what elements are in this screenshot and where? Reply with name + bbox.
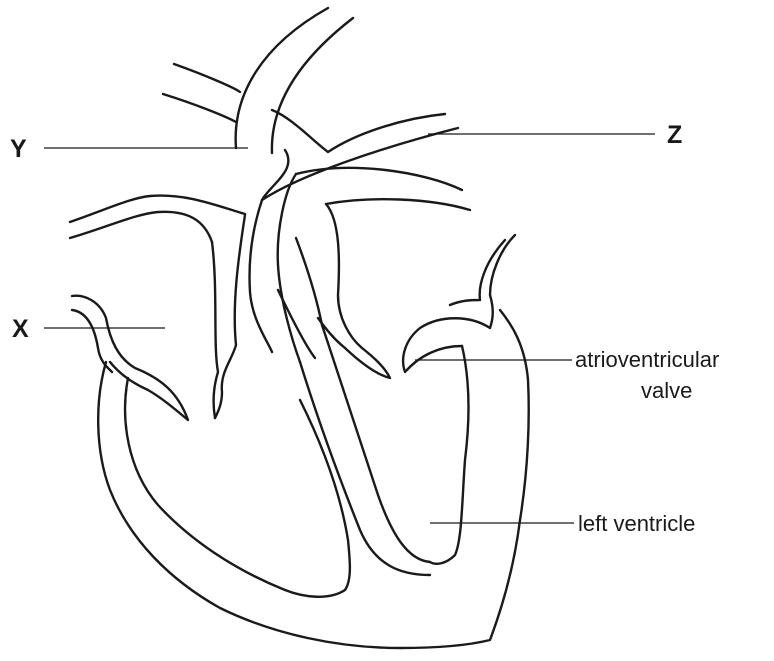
pulmonary-vessel-left [70,196,245,242]
superior-vena-cava [163,64,240,122]
label-atrioventricular-line2: valve [641,378,692,403]
label-x: X [12,315,29,343]
interventricular-septum [300,325,430,575]
left-ventricle-inner [430,346,468,564]
pulmonary-artery [262,110,470,210]
label-atrioventricular-line1: atrioventricular [575,347,719,372]
label-left-ventricle: left ventricle [578,511,695,536]
aorta [236,8,353,153]
label-y: Y [10,135,27,163]
left-atrium [318,204,515,378]
right-atrium [72,296,188,420]
label-z: Z [667,121,682,149]
